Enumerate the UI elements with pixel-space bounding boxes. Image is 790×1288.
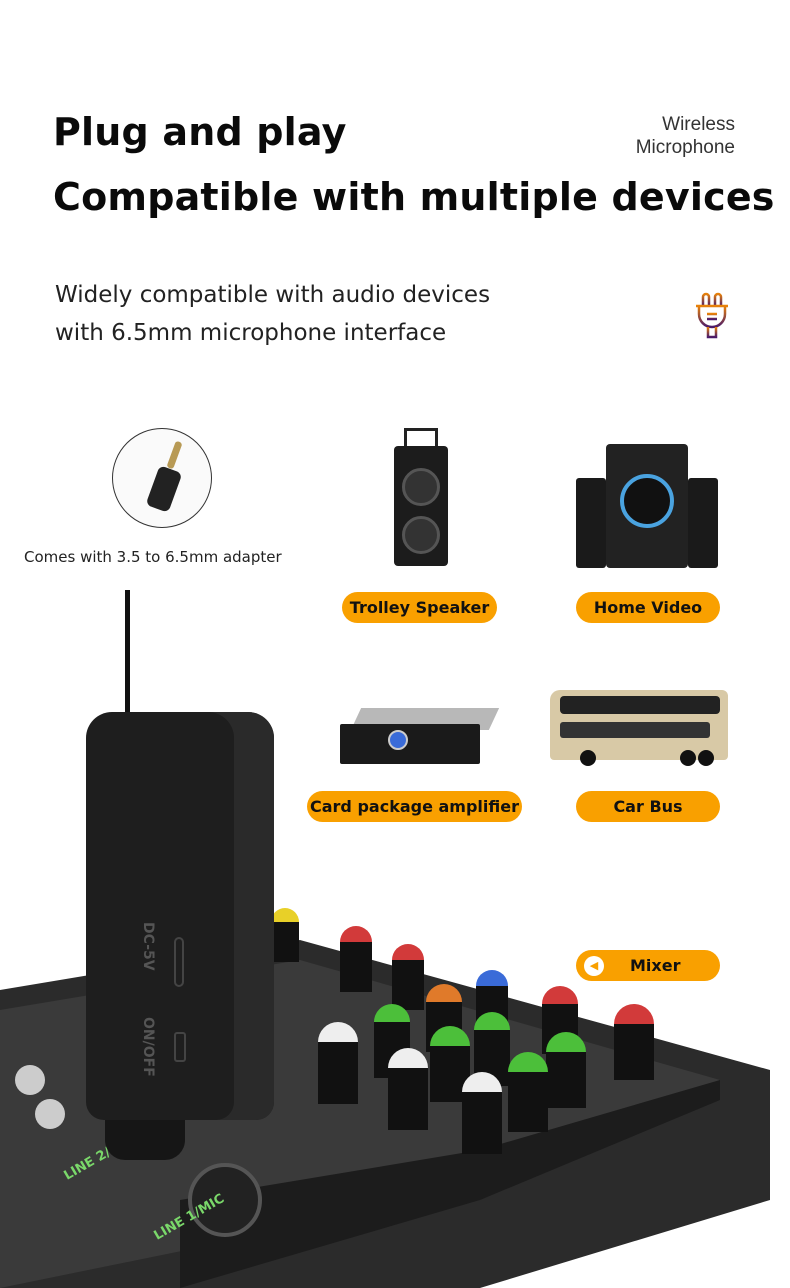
amplifier-image — [336, 708, 500, 766]
device-label-card-package-amplifier: Card package amplifier — [307, 791, 522, 822]
trolley-speaker-image — [392, 428, 450, 570]
dc-port-label: DC-5V — [140, 922, 156, 971]
plug-icon — [696, 292, 728, 339]
receiver-plug — [105, 1120, 185, 1160]
usb-port — [174, 937, 184, 987]
headline-compatible: Compatible with multiple devices — [53, 175, 775, 219]
car-bus-image — [550, 684, 728, 770]
description-line-1: Widely compatible with audio devices — [55, 282, 491, 308]
device-label-car-bus: Car Bus — [576, 791, 720, 822]
device-label-trolley-speaker: Trolley Speaker — [342, 592, 497, 623]
arrow-left-icon: ◀ — [584, 955, 604, 976]
power-switch-label: ON/OFF — [140, 1017, 156, 1077]
receiver-unit: DC-5V ON/OFF — [86, 712, 274, 1120]
mixer-label-text: Mixer — [630, 956, 681, 975]
antenna-cable — [125, 590, 130, 720]
adapter-image — [112, 428, 212, 528]
power-switch[interactable] — [174, 1032, 186, 1062]
device-label-home-video: Home Video — [576, 592, 720, 623]
description: Widely compatible with audio devices wit… — [55, 276, 490, 352]
headline-plug-and-play: Plug and play — [53, 110, 347, 154]
brand-line-1: Wireless — [662, 114, 735, 135]
brand-line-2: Microphone — [635, 137, 735, 158]
device-label-mixer: ◀ Mixer — [576, 950, 720, 981]
adapter-caption: Comes with 3.5 to 6.5mm adapter — [24, 548, 282, 566]
description-line-2: with 6.5mm microphone interface — [55, 320, 447, 346]
home-video-image — [576, 444, 718, 570]
brand-label: Wireless Microphone — [636, 113, 735, 159]
